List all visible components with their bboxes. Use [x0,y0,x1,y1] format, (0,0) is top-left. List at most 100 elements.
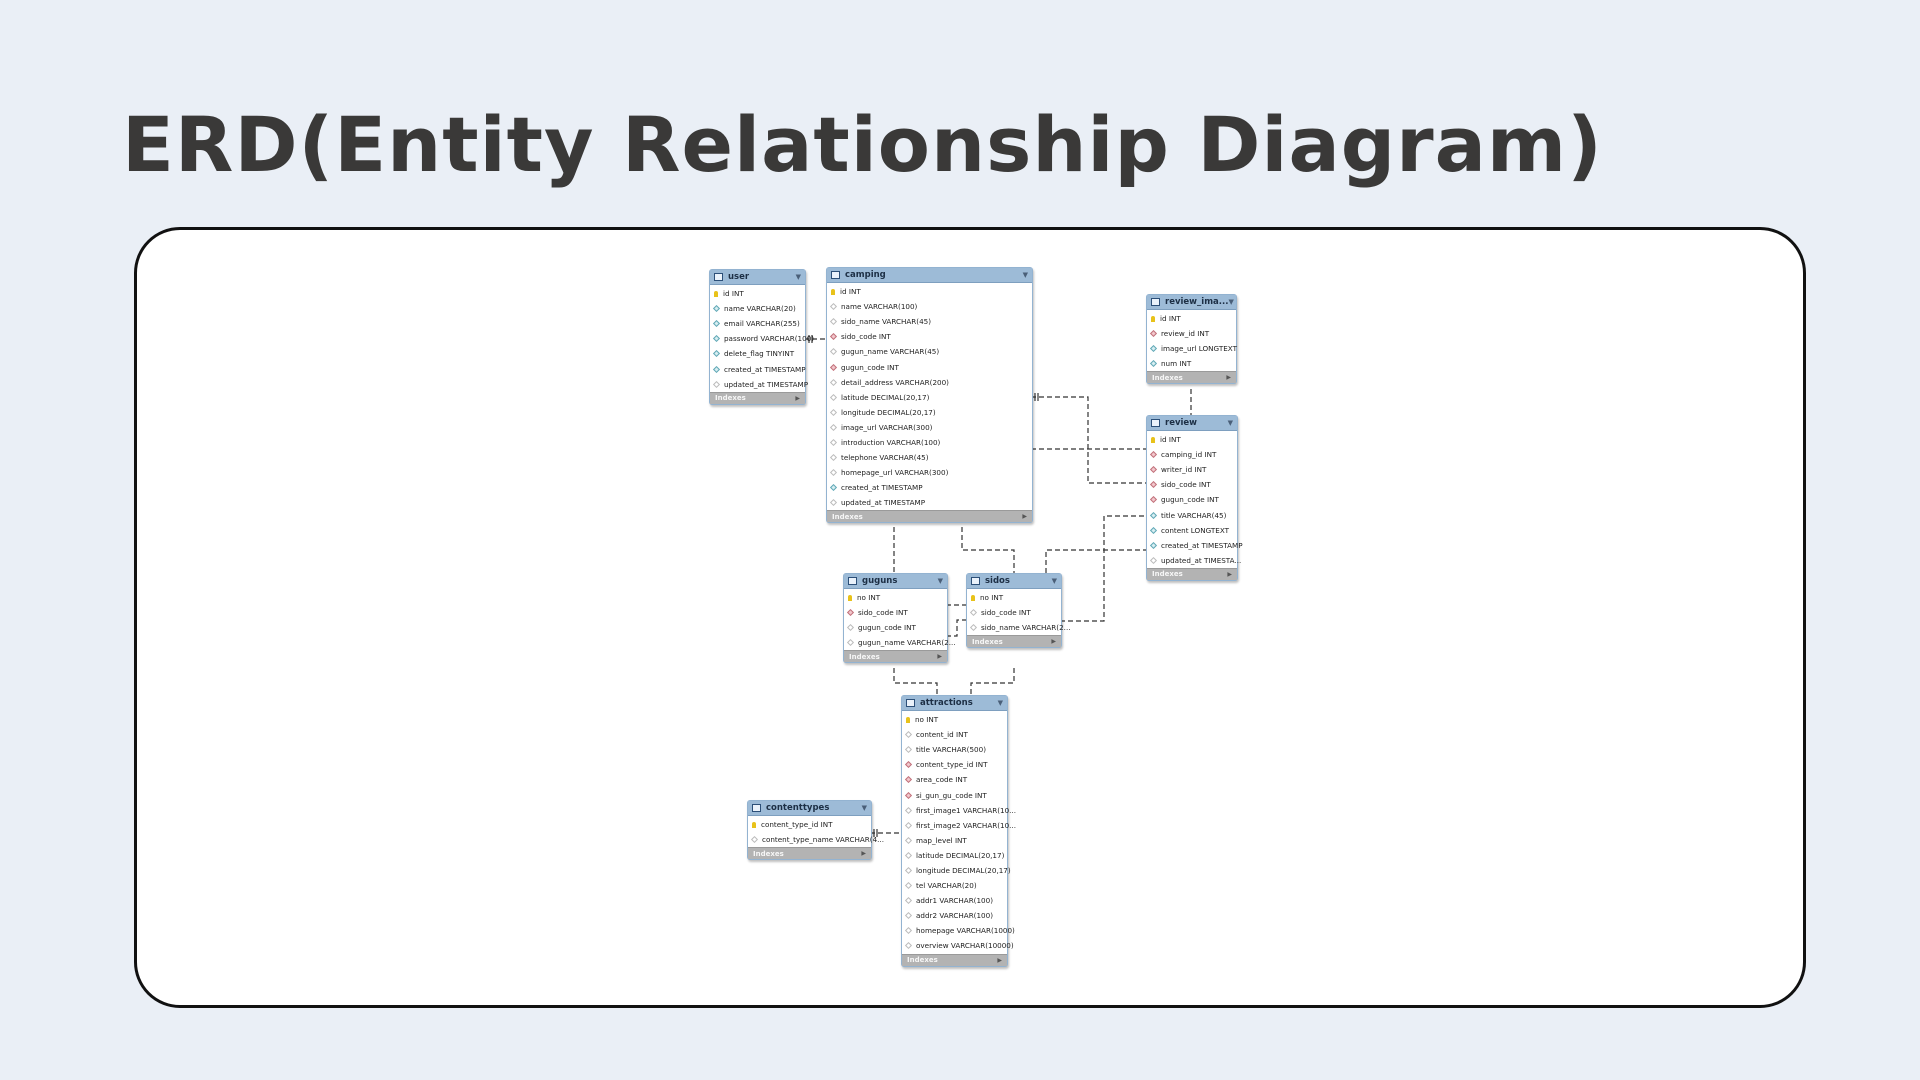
table-header[interactable]: user ▼ [710,270,805,285]
column-icon [829,469,838,477]
table-header[interactable]: review ▼ [1147,416,1237,431]
primary-key-icon [752,821,756,828]
indexes-bar[interactable]: Indexes▶ [827,510,1032,523]
chevron-down-icon[interactable]: ▼ [997,699,1003,707]
indexes-bar[interactable]: Indexes▶ [902,953,1007,966]
column-row: sido_code INT [844,605,947,620]
table-attractions[interactable]: attractions ▼ no INT content_id INT titl… [901,695,1016,967]
primary-key-icon [971,594,975,601]
chevron-down-icon[interactable]: ▼ [1227,419,1233,427]
column-row: camping_id INT [1147,447,1237,462]
column-icon [712,320,721,328]
foreign-key-icon [904,776,913,784]
indexes-bar[interactable]: Indexes▶ [967,635,1061,648]
column-row: sido_code INT [827,329,1032,344]
column-row: created_at TIMESTAMP [710,361,806,376]
table-review-images[interactable]: review_ima... ▼ id INT review_id INT ima… [1146,294,1237,385]
foreign-key-icon [904,761,913,769]
table-sidos[interactable]: sidos ▼ no INT sido_code INT sido_name V… [966,573,1071,649]
column-row: delete_flag TINYINT [710,346,805,361]
column-icon [829,408,838,416]
expand-arrow-icon[interactable]: ▶ [861,850,866,858]
column-row: longitude DECIMAL(20,17) [827,405,1032,420]
expand-arrow-icon[interactable]: ▶ [937,653,942,661]
table-header[interactable]: review_ima... ▼ [1147,295,1236,310]
column-icon [846,624,855,632]
indexes-bar[interactable]: Indexes▶ [748,847,871,860]
table-name: guguns [862,576,898,586]
column-icon [829,438,838,447]
foreign-key-icon [829,333,838,341]
table-name: review [1165,418,1198,428]
table-name: attractions [920,698,973,708]
expand-arrow-icon[interactable]: ▶ [997,956,1002,964]
expand-arrow-icon[interactable]: ▶ [1227,570,1232,578]
table-header[interactable]: contenttypes ▼ [748,801,871,816]
column-row: review_id INT [1147,326,1236,341]
foreign-key-icon [1149,466,1158,474]
column-icon [750,836,759,844]
column-icon [904,746,913,754]
column-row: id INT [827,284,1032,299]
indexes-bar[interactable]: Indexes▶ [844,650,947,663]
chevron-down-icon[interactable]: ▼ [1022,271,1028,279]
column-row: email VARCHAR(255) [710,316,805,331]
foreign-key-icon [1149,330,1158,338]
column-row: name VARCHAR(20) [710,301,805,316]
indexes-bar[interactable]: Indexes▶ [1147,567,1237,580]
table-icon [714,273,723,281]
chevron-down-icon[interactable]: ▼ [937,577,943,585]
column-row: latitude DECIMAL(20,17) [902,848,1007,863]
column-icon [829,484,838,492]
table-guguns[interactable]: guguns ▼ no INT sido_code INT gugun_code… [843,573,956,664]
column-icon [829,423,838,431]
column-row: no INT [844,590,947,605]
column-row: homepage_url VARCHAR(300) [827,465,1032,480]
expand-arrow-icon[interactable]: ▶ [795,394,800,402]
column-icon [904,806,913,814]
table-header[interactable]: guguns ▼ [844,574,947,589]
column-icon [829,348,838,356]
chevron-down-icon[interactable]: ▼ [861,804,867,812]
table-header[interactable]: attractions ▼ [902,696,1007,711]
column-row: created_at TIMESTAMP [1147,538,1243,553]
column-row: writer_id INT [1147,462,1237,477]
column-icon [904,836,913,844]
column-icon [1149,511,1158,519]
column-icon [1149,360,1158,368]
column-row: image_url LONGTEXT [1147,341,1237,356]
column-icon [904,821,913,829]
column-row: overview VARCHAR(10000) [902,938,1014,953]
table-icon [831,271,840,279]
column-icon [904,942,913,950]
column-row: longitude DECIMAL(20,17) [902,863,1011,878]
expand-arrow-icon[interactable]: ▶ [1022,513,1027,521]
table-review[interactable]: review ▼ id INT camping_id INT writer_id… [1146,415,1243,581]
table-header[interactable]: camping ▼ [827,268,1032,283]
foreign-key-icon [829,363,838,371]
column-icon [1149,526,1158,534]
table-camping[interactable]: camping ▼ id INT name VARCHAR(100) sido_… [826,267,1033,524]
indexes-bar[interactable]: Indexes▶ [710,391,805,404]
column-row: gugun_code INT [827,359,1032,374]
column-icon [829,393,838,401]
column-icon [829,499,838,507]
column-row: num INT [1147,356,1236,371]
table-name: contenttypes [766,803,830,813]
column-row: telephone VARCHAR(45) [827,450,1032,465]
chevron-down-icon[interactable]: ▼ [1228,298,1234,306]
table-header[interactable]: sidos ▼ [967,574,1061,589]
column-row: updated_at TIMESTA... [1147,553,1241,568]
table-user[interactable]: user ▼ id INT name VARCHAR(20) email VAR… [709,269,814,405]
table-contenttypes[interactable]: contenttypes ▼ content_type_id INT conte… [747,800,884,861]
chevron-down-icon[interactable]: ▼ [795,273,801,281]
column-row: addr2 VARCHAR(100) [902,908,1007,923]
expand-arrow-icon[interactable]: ▶ [1226,374,1231,382]
chevron-down-icon[interactable]: ▼ [1051,577,1057,585]
expand-arrow-icon[interactable]: ▶ [1051,638,1056,646]
indexes-bar[interactable]: Indexes▶ [1147,371,1236,384]
foreign-key-icon [904,791,913,799]
column-row: first_image2 VARCHAR(10... [902,818,1016,833]
column-icon [829,318,838,326]
column-icon [712,350,721,358]
